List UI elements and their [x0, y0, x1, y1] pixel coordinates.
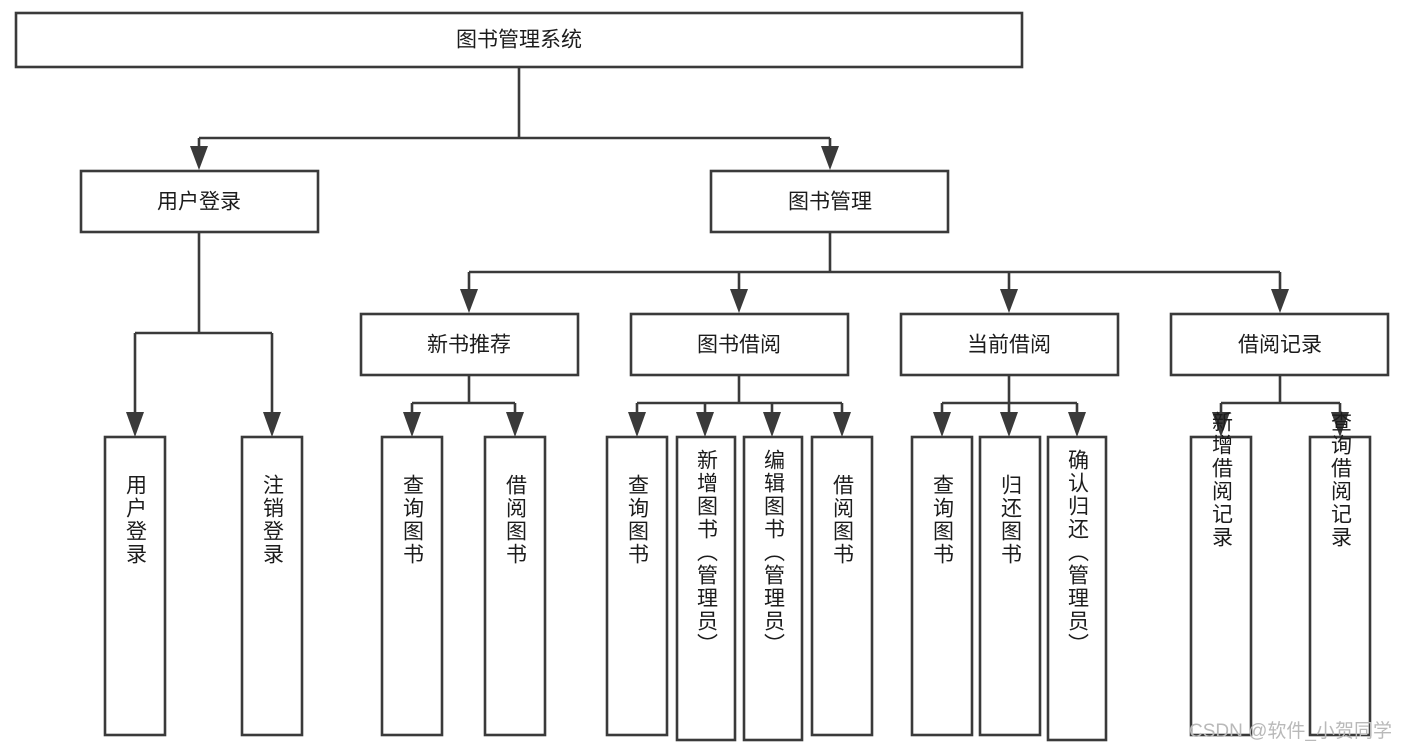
leaf-bb-borrow-book-label: 借阅图书	[831, 474, 855, 566]
arrow-nb-leaf-1	[403, 412, 421, 437]
new-book-recommend-box	[359, 312, 580, 377]
arrow-cb-leaf-3	[1068, 412, 1086, 437]
arrow-bb-leaf-4	[833, 412, 851, 437]
leaf-bb-query-book[interactable]: 查询图书	[605, 435, 669, 737]
leaf-nb-borrow-book-label: 借阅图书	[504, 474, 528, 566]
leaf-cb-confirm-return-admin-box	[1046, 435, 1108, 742]
book-borrow-label: 图书借阅	[697, 334, 781, 357]
watermark-label: CSDN @软件_小贺同学	[1189, 720, 1392, 742]
leaf-bb-edit-book-admin[interactable]: 编辑图书（管理员）	[742, 435, 804, 742]
connector-current-borrow-to-leaves	[933, 375, 1086, 437]
arrow-to-borrow-record	[1271, 289, 1289, 313]
node-book-manage[interactable]: 图书管理	[709, 169, 950, 234]
arrow-br-leaf-1	[1212, 412, 1230, 437]
leaf-user-login[interactable]: 用户登录	[103, 435, 167, 737]
leaf-br-query-record-label: 查询借阅记录	[1329, 411, 1353, 549]
new-book-recommend-label: 新书推荐	[427, 334, 511, 357]
arrow-br-leaf-2	[1331, 412, 1349, 437]
leaf-br-query-record[interactable]: 查询借阅记录	[1308, 411, 1372, 737]
connector-borrow-record-to-leaves	[1212, 375, 1349, 437]
leaf-br-add-record-box	[1189, 435, 1253, 737]
leaf-logout-label: 注销登录	[261, 474, 285, 566]
root-label: 图书管理系统	[456, 29, 582, 52]
borrow-record-label: 借阅记录	[1238, 334, 1322, 357]
arrow-to-new-book	[460, 289, 478, 313]
arrow-cb-leaf-1	[933, 412, 951, 437]
arrow-to-book-manage	[821, 146, 839, 170]
leaf-bb-query-book-box	[605, 435, 669, 737]
leaf-bb-borrow-book[interactable]: 借阅图书	[810, 435, 874, 737]
current-borrow-label: 当前借阅	[967, 334, 1051, 357]
node-book-borrow[interactable]: 图书借阅	[629, 312, 850, 377]
leaf-nb-query-book-label: 查询图书	[401, 474, 425, 566]
root-box	[14, 11, 1024, 69]
leaf-cb-query-book[interactable]: 查询图书	[910, 435, 974, 737]
arrow-nb-leaf-2	[506, 412, 524, 437]
user-login-label: 用户登录	[157, 191, 241, 214]
leaf-bb-add-book-admin-label: 新增图书（管理员）	[695, 449, 719, 656]
leaf-br-add-record[interactable]: 新增借阅记录	[1189, 411, 1253, 737]
leaf-br-add-record-label: 新增借阅记录	[1210, 411, 1234, 549]
current-borrow-box	[899, 312, 1120, 377]
connector-book-manage-to-level3	[460, 232, 1289, 313]
leaf-bb-add-book-admin-box	[675, 435, 737, 742]
leaf-cb-confirm-return-admin-label: 确认归还（管理员）	[1066, 449, 1090, 656]
arrow-to-book-borrow	[730, 289, 748, 313]
leaf-bb-edit-book-admin-label: 编辑图书（管理员）	[762, 449, 786, 656]
arrow-to-leaf-user-login	[126, 412, 144, 437]
leaf-nb-query-book-box	[380, 435, 444, 737]
book-manage-label: 图书管理	[788, 191, 872, 214]
leaf-user-login-label: 用户登录	[124, 474, 148, 566]
node-root[interactable]: 图书管理系统	[14, 11, 1024, 69]
leaf-logout[interactable]: 注销登录	[240, 435, 304, 737]
leaf-bb-add-book-admin[interactable]: 新增图书（管理员）	[675, 435, 737, 742]
leaf-cb-return-book-box	[978, 435, 1042, 737]
leaf-cb-return-book[interactable]: 归还图书	[978, 435, 1042, 737]
connector-new-book-to-leaves	[403, 375, 524, 437]
leaf-br-query-record-box	[1308, 435, 1372, 737]
leaf-user-login-box	[103, 435, 167, 737]
connector-book-borrow-to-leaves	[628, 375, 851, 437]
leaf-nb-borrow-book[interactable]: 借阅图书	[483, 435, 547, 737]
node-borrow-record[interactable]: 借阅记录	[1169, 312, 1390, 377]
node-current-borrow[interactable]: 当前借阅	[899, 312, 1120, 377]
leaf-bb-query-book-label: 查询图书	[626, 474, 650, 566]
leaf-cb-query-book-box	[910, 435, 974, 737]
user-login-box	[79, 169, 320, 234]
node-new-book-recommend[interactable]: 新书推荐	[359, 312, 580, 377]
connector-root-to-level2	[190, 67, 839, 170]
arrow-cb-leaf-2	[1000, 412, 1018, 437]
arrow-to-user-login	[190, 146, 208, 170]
arrow-bb-leaf-1	[628, 412, 646, 437]
arrow-to-leaf-logout	[263, 412, 281, 437]
leaf-bb-borrow-book-box	[810, 435, 874, 737]
arrow-bb-leaf-3	[763, 412, 781, 437]
arrow-to-current-borrow	[1000, 289, 1018, 313]
leaf-bb-edit-book-admin-box	[742, 435, 804, 742]
leaf-cb-return-book-label: 归还图书	[999, 474, 1023, 566]
node-user-login[interactable]: 用户登录	[79, 169, 320, 234]
connector-user-login-to-leaves	[126, 232, 281, 437]
leaf-cb-confirm-return-admin[interactable]: 确认归还（管理员）	[1046, 435, 1108, 742]
leaf-nb-query-book[interactable]: 查询图书	[380, 435, 444, 737]
arrow-bb-leaf-2	[696, 412, 714, 437]
leaf-nb-borrow-book-box	[483, 435, 547, 737]
leaf-logout-box	[240, 435, 304, 737]
leaf-cb-query-book-label: 查询图书	[931, 474, 955, 566]
